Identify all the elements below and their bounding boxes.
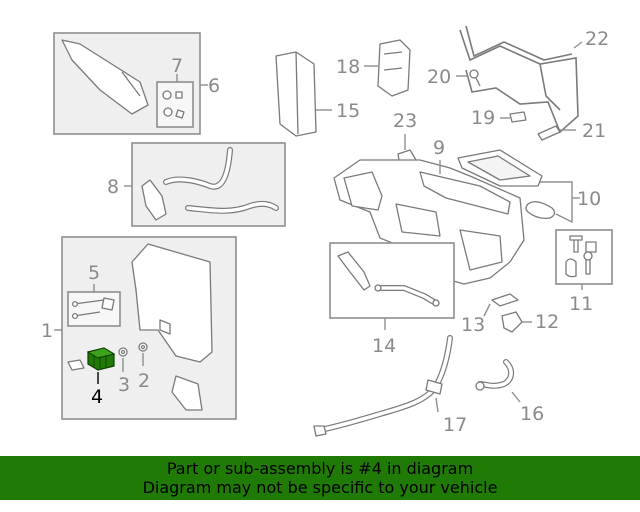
- callout-1: 1: [41, 320, 53, 342]
- callout-6: 6: [208, 75, 220, 97]
- part-12: 12: [501, 311, 559, 333]
- callout-9: 9: [433, 137, 445, 159]
- part-13: 13: [461, 293, 519, 336]
- group-6: 6 7: [53, 32, 220, 135]
- callout-15: 15: [336, 100, 360, 122]
- group-1: 5 4 3 2 1: [41, 236, 237, 420]
- group-8: 8: [107, 142, 286, 227]
- parts-diagram: 6 7 8 5: [41, 25, 613, 437]
- part-21: 21: [537, 120, 606, 142]
- callout-22: 22: [585, 28, 609, 50]
- callout-8: 8: [107, 176, 119, 198]
- callout-5: 5: [88, 262, 100, 284]
- part-9-hvac-case: 9: [333, 137, 525, 285]
- part-10: 10: [457, 149, 601, 224]
- callout-23: 23: [393, 110, 417, 132]
- part-4-highlighted: [86, 347, 116, 371]
- callout-18: 18: [336, 56, 360, 78]
- callout-2: 2: [138, 370, 150, 392]
- callout-12: 12: [535, 311, 559, 333]
- part-23: 23: [393, 110, 417, 169]
- callout-17: 17: [443, 414, 467, 436]
- part-18: 18: [336, 39, 411, 97]
- callout-13: 13: [461, 314, 485, 336]
- callout-14: 14: [372, 335, 396, 357]
- part-16: 16: [475, 359, 544, 425]
- callout-3: 3: [118, 374, 130, 396]
- group-7-subbox: [156, 81, 194, 128]
- footer-line-1: Part or sub-assembly is #4 in diagram: [166, 459, 474, 478]
- callout-16: 16: [520, 403, 544, 425]
- part-20: 20: [427, 66, 481, 88]
- part-17: 17: [313, 335, 467, 437]
- part-19: 19: [471, 107, 527, 129]
- callout-4: 4: [91, 386, 103, 408]
- part-15: 15: [275, 51, 360, 137]
- group-14: 14: [329, 242, 455, 357]
- footer-line-2: Diagram may not be specific to your vehi…: [142, 478, 498, 497]
- callout-10: 10: [577, 188, 601, 210]
- callout-11: 11: [569, 293, 593, 315]
- callout-20: 20: [427, 66, 451, 88]
- footer-banner: Part or sub-assembly is #4 in diagram Di…: [0, 456, 640, 500]
- part-22-harness: 22: [459, 25, 609, 134]
- group-11: 11: [555, 229, 613, 315]
- callout-19: 19: [471, 107, 495, 129]
- callout-21: 21: [582, 120, 606, 142]
- callout-7: 7: [171, 55, 183, 77]
